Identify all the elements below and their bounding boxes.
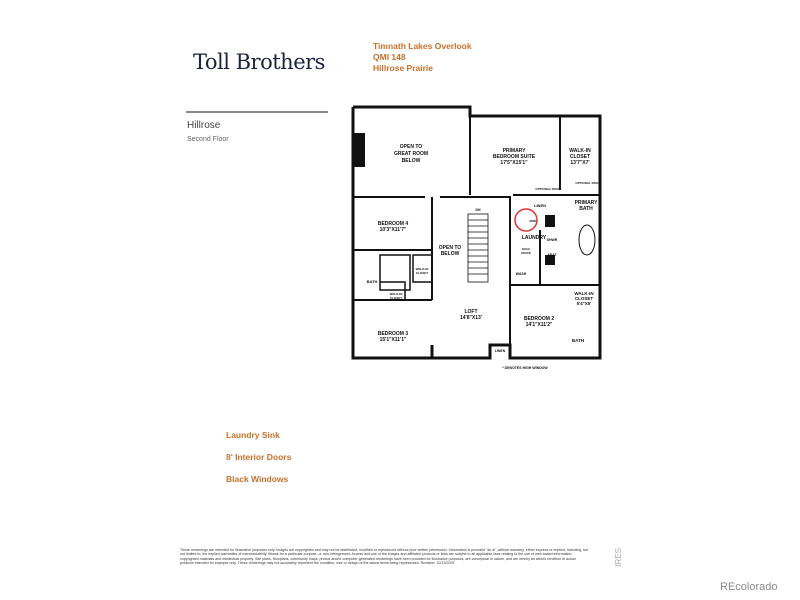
features-list: Laundry Sink 8' Interior Doors Black Win…: [226, 430, 291, 496]
room-label: SHWR: [547, 238, 558, 242]
room-label: BEDROOM SUITE: [493, 154, 536, 160]
room-label: OPTIONAL DOOR: [535, 187, 561, 191]
room-label: WASH: [516, 272, 527, 276]
room-label: SEAT: [547, 253, 557, 257]
room-label: SINK: [529, 219, 537, 223]
room-label: 14'1"X11'2": [526, 322, 553, 328]
room-label: BELOW: [441, 251, 460, 257]
room-open-below: OPEN TO: [439, 245, 462, 251]
room-primary-bath: PRIMARY: [575, 200, 599, 206]
recolorado-watermark: REcolorado: [720, 581, 778, 593]
room-bedroom2: BEDROOM 2: [524, 316, 555, 322]
room-label: SPACE: [521, 251, 531, 255]
room-label: 14'8"X13': [460, 315, 482, 321]
home-name: Hillrose Prairie: [373, 63, 434, 73]
high-window-note: * DENOTES HIGH WINDOW: [502, 366, 548, 370]
room-loft: LOFT: [464, 309, 477, 315]
room-laundry: LAUNDRY: [522, 235, 547, 241]
floor-label: Second Floor: [187, 136, 229, 143]
toll-brothers-logo: Toll Brothers: [193, 50, 325, 74]
community-name: Timnath Lakes Overlook: [373, 41, 472, 51]
room-label: WALK-IN: [574, 291, 593, 296]
room-label: OPTIONAL DOOR: [575, 181, 601, 185]
laundry-sink-highlight: [514, 208, 538, 232]
room-label: GREAT ROOM: [394, 151, 428, 157]
room-label: LINEN: [495, 349, 506, 353]
room-label: BELOW: [402, 158, 421, 164]
room-open-great: OPEN TO: [400, 144, 423, 150]
staircase: [467, 213, 489, 283]
ires-watermark: IRES: [614, 548, 623, 567]
room-bedroom3: BEDROOM 3: [378, 331, 409, 337]
divider: [186, 111, 328, 113]
room-label: 15'1"X11'1": [380, 337, 407, 343]
room-label: CLOSET: [390, 296, 402, 300]
room-walkin-primary: WALK-IN: [569, 148, 591, 154]
model-name: Hillrose: [187, 120, 221, 131]
room-label: WALK-IN: [390, 292, 403, 296]
feature-item: 8' Interior Doors: [226, 452, 292, 462]
room-label: BATH: [367, 279, 378, 284]
disclaimer: These renderings are intended for illust…: [180, 548, 589, 566]
room-label: CLOSET: [575, 296, 594, 301]
feature-item: Laundry Sink: [226, 430, 280, 440]
room-label: DN: [475, 208, 481, 212]
room-label: HVAC: [522, 247, 531, 251]
room-label: CLOSET: [570, 154, 590, 160]
feature-item: Black Windows: [226, 474, 289, 484]
qmi-number: QMI 148: [373, 52, 406, 62]
room-bedroom4: BEDROOM 4: [378, 221, 409, 227]
walls: [351, 105, 602, 360]
room-label: BATH: [579, 206, 593, 212]
room-label: 5'4"X5': [577, 301, 592, 306]
fireplace: [354, 133, 365, 167]
room-primary-suite: PRIMARY: [503, 148, 527, 154]
room-label: 10'3"X11'7": [380, 227, 407, 233]
project-info: Timnath Lakes Overlook QMI 148 Hillrose …: [373, 41, 472, 74]
room-label: BATH: [572, 338, 584, 343]
room-label: LINEN: [534, 203, 546, 208]
room-label: 17'5"X15'1": [500, 160, 528, 166]
room-label: CLOSET: [416, 271, 428, 275]
room-label: 13'7"X7': [570, 160, 589, 166]
room-label: WALK-IN: [416, 267, 429, 271]
